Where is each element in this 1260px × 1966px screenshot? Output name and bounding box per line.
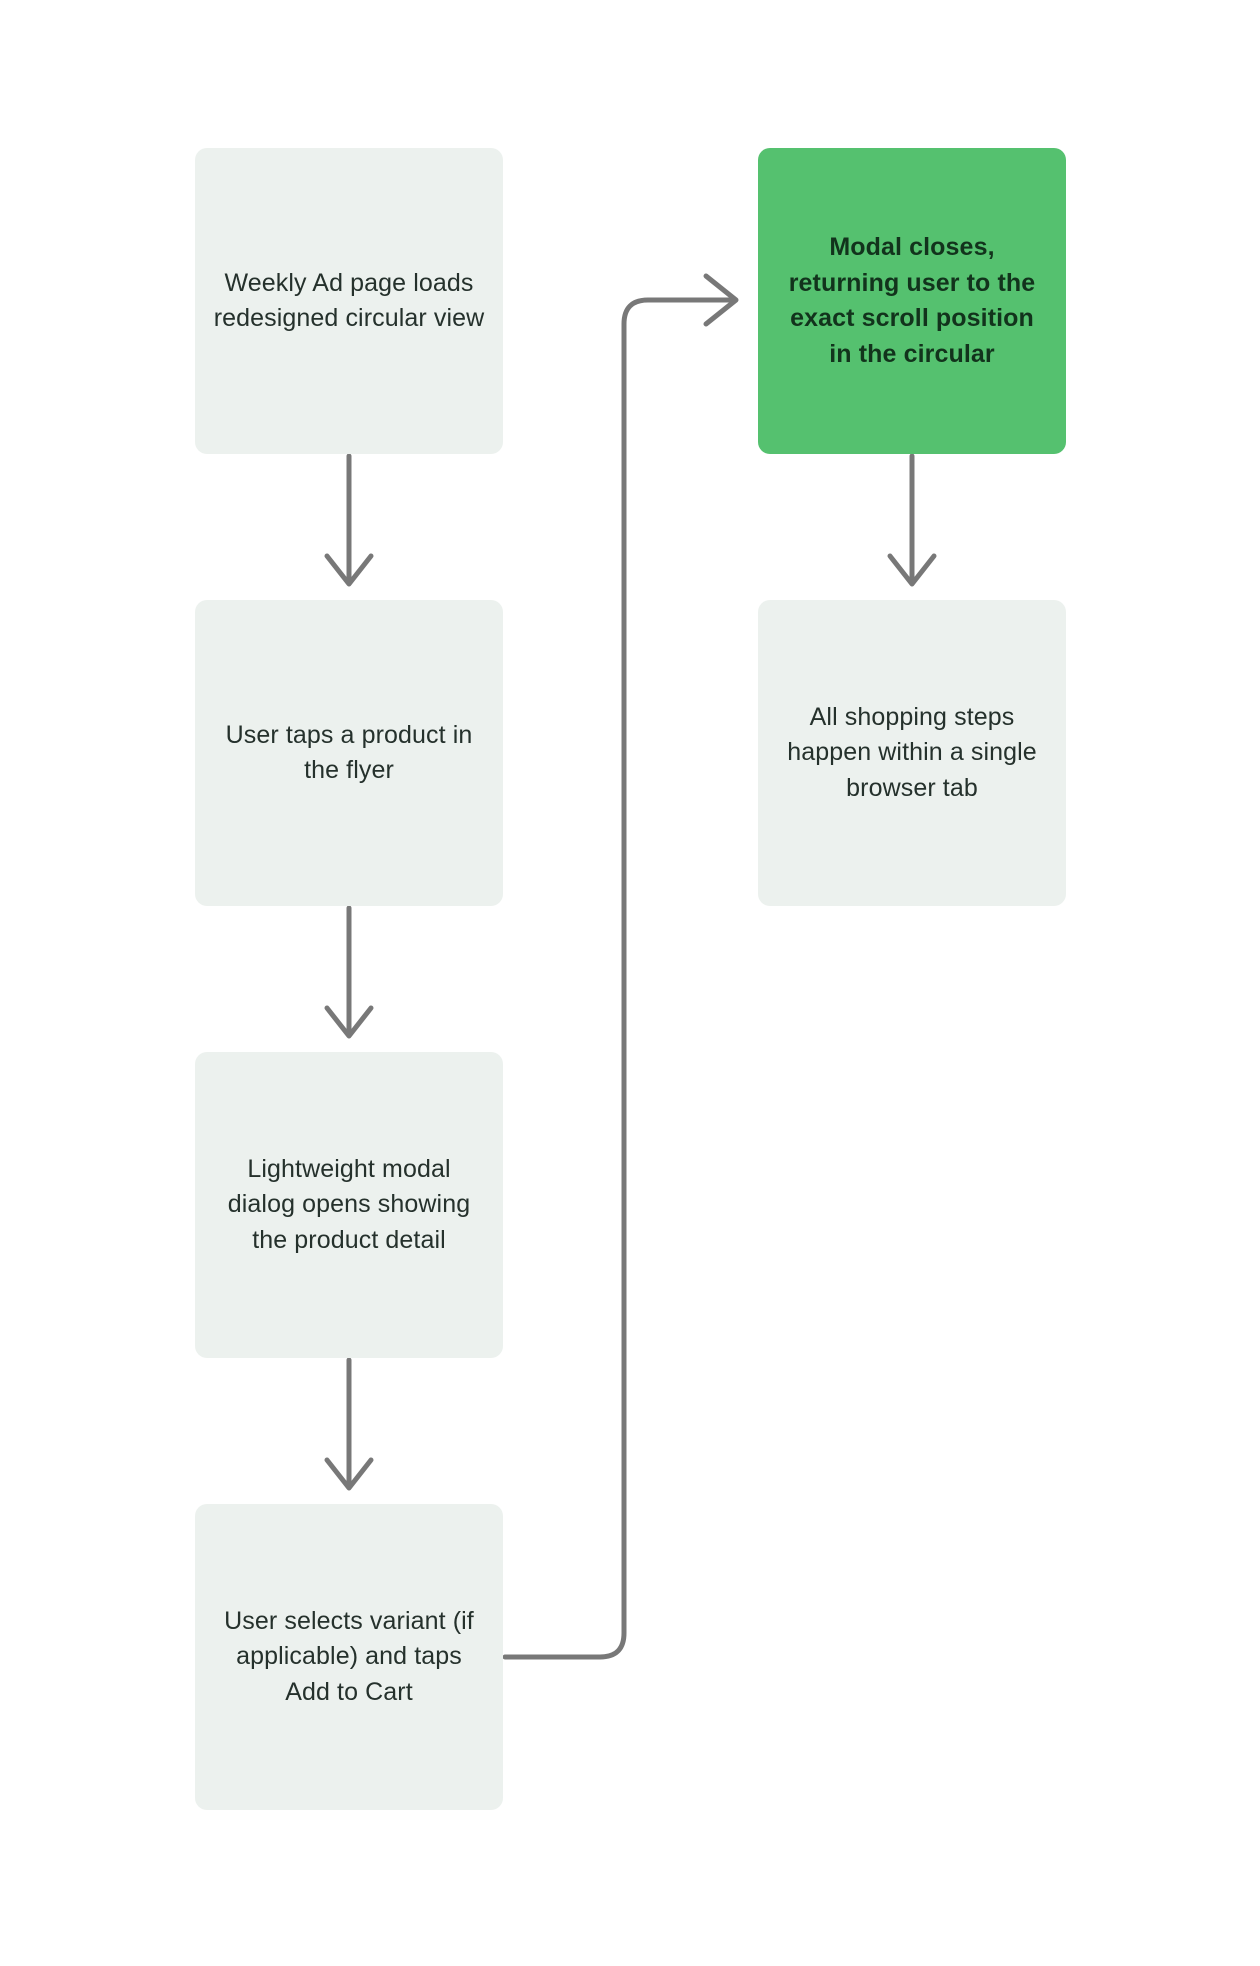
node-modal-dialog-opens[interactable]: Lightweight modal dialog opens showing t… [195, 1052, 503, 1358]
node-label: Lightweight modal dialog opens showing t… [227, 1154, 471, 1254]
node-user-taps-product[interactable]: User taps a product in the flyer [195, 600, 503, 906]
node-user-selects-variant-add-to-cart[interactable]: User selects variant (if applicable) and… [195, 1504, 503, 1810]
node-weekly-ad-page-loads[interactable]: Weekly Ad page loads redesigned circular… [195, 148, 503, 454]
node-label: Weekly Ad page loads redesigned circular… [213, 268, 485, 333]
edge-user-taps-to-modal-opens [324, 905, 374, 1039]
node-modal-closes-scroll-restore[interactable]: Modal closes, returning user to the exac… [758, 148, 1066, 454]
node-label: Modal closes, returning user to the exac… [788, 233, 1036, 368]
node-label: User taps a product in the flyer [225, 720, 473, 785]
node-label: User selects variant (if applicable) and… [224, 1606, 474, 1706]
node-single-browser-tab[interactable]: All shopping steps happen within a singl… [758, 600, 1066, 906]
edge-weekly-ad-to-user-taps [324, 453, 374, 587]
edge-modal-closes-to-single-tab [887, 453, 937, 587]
node-label: All shopping steps happen within a singl… [787, 702, 1037, 802]
edge-modal-opens-to-add-to-cart [324, 1357, 374, 1491]
edge-add-to-cart-to-modal-closes [502, 273, 739, 1660]
